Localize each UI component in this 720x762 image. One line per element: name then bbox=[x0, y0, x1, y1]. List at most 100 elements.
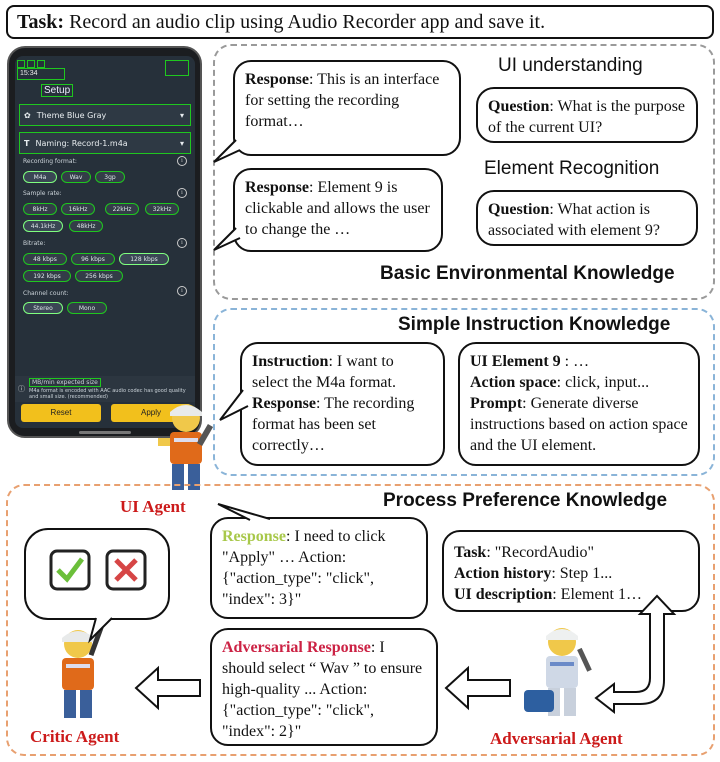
element-recognition-title: Element Recognition bbox=[484, 158, 660, 179]
rate-32khz[interactable]: 32kHz bbox=[145, 203, 179, 215]
status-time: 15:34 bbox=[20, 70, 38, 77]
reset-button[interactable]: Reset bbox=[21, 404, 101, 422]
instruction-text: : I want to select the M4a format. bbox=[252, 353, 396, 391]
adversarial-agent-label: Adversarial Agent bbox=[490, 729, 623, 748]
format-m4a[interactable]: M4a bbox=[23, 171, 57, 183]
ui-element-label: UI Element 9 bbox=[470, 353, 561, 370]
format-3gp[interactable]: 3gp bbox=[95, 171, 125, 183]
adversarial-text: : I should select “ Wav ” to ensure high… bbox=[222, 639, 423, 740]
expected-size: MB/min expected size bbox=[29, 378, 101, 387]
task-label: Task: bbox=[17, 11, 65, 33]
channel-stereo[interactable]: Stereo bbox=[23, 302, 63, 314]
prompt-label: Prompt bbox=[470, 395, 523, 412]
theme-value: Theme Blue Gray bbox=[36, 110, 107, 120]
ui-understanding-title: UI understanding bbox=[498, 55, 643, 76]
response-bubble-2: Response: Element 9 is clickable and all… bbox=[233, 168, 443, 252]
process-knowledge-section bbox=[6, 484, 715, 756]
format-wav[interactable]: Wav bbox=[61, 171, 91, 183]
instruction-label: Instruction bbox=[252, 353, 329, 370]
info-text: M4a format is encoded with AAC audio cod… bbox=[29, 388, 186, 400]
response-label: Response bbox=[222, 528, 287, 545]
rate-48khz[interactable]: 48kHz bbox=[69, 220, 103, 232]
response-label: Response bbox=[245, 71, 310, 88]
adversarial-label: Adversarial Response bbox=[222, 639, 371, 656]
status-icons bbox=[165, 60, 189, 76]
response-bubble-1: Response: This is an interface for setti… bbox=[233, 60, 461, 156]
action-space-text: : click, input... bbox=[556, 374, 650, 391]
phone-screen: 15:34 Setup ✿ Theme Blue Gray ▾ T Naming… bbox=[15, 56, 195, 428]
critic-agent-label: Critic Agent bbox=[30, 727, 120, 746]
question-bubble-1: Question: What is the purpose of the cur… bbox=[476, 87, 698, 143]
home-bar bbox=[79, 431, 131, 434]
task-header: Task: Record an audio clip using Audio R… bbox=[6, 5, 714, 39]
task-context-box: Task: "RecordAudio" Action history: Step… bbox=[442, 530, 700, 612]
response-text: : The recording format has been set corr… bbox=[252, 395, 415, 454]
question-text: : What is the purpose of the current UI? bbox=[488, 98, 686, 136]
response-text: : I need to click "Apply" … Action: {"ac… bbox=[222, 528, 386, 608]
task-text: : "RecordAudio" bbox=[486, 544, 595, 561]
basic-knowledge-title: Basic Environmental Knowledge bbox=[380, 263, 675, 284]
info-icon[interactable]: i bbox=[177, 238, 187, 248]
task-text: Record an audio clip using Audio Recorde… bbox=[64, 11, 546, 33]
recording-format-label: Recording format: bbox=[23, 158, 77, 165]
ui-agent-figure bbox=[158, 404, 214, 490]
phone-mockup: 15:34 Setup ✿ Theme Blue Gray ▾ T Naming… bbox=[7, 46, 202, 438]
instruction-bubble: Instruction: I want to select the M4a fo… bbox=[240, 342, 445, 466]
check-box-icon bbox=[49, 549, 91, 591]
simple-knowledge-title: Simple Instruction Knowledge bbox=[398, 314, 671, 335]
rate-8khz[interactable]: 8kHz bbox=[23, 203, 57, 215]
bitrate-128[interactable]: 128 kbps bbox=[119, 253, 169, 265]
theme-dropdown[interactable]: ✿ Theme Blue Gray ▾ bbox=[19, 104, 191, 126]
info-panel: MB/min expected size M4a format is encod… bbox=[15, 376, 195, 402]
question-bubble-2: Question: What action is associated with… bbox=[476, 190, 698, 246]
sample-rate-label: Sample rate: bbox=[23, 190, 62, 197]
process-knowledge-title: Process Preference Knowledge bbox=[383, 490, 668, 511]
channel-label: Channel count: bbox=[23, 290, 69, 297]
adversarial-response-bubble: Adversarial Response: I should select “ … bbox=[210, 628, 438, 746]
response-label: Response bbox=[252, 395, 317, 412]
apply-button[interactable]: Apply bbox=[111, 404, 191, 422]
ui-element-text: : … bbox=[560, 353, 590, 370]
channel-mono[interactable]: Mono bbox=[67, 302, 107, 314]
critic-agent-figure bbox=[62, 626, 104, 718]
basic-knowledge-section bbox=[213, 44, 715, 300]
critic-speech-bubble bbox=[24, 528, 170, 620]
bitrate-192[interactable]: 192 kbps bbox=[23, 270, 71, 282]
ui-description-text: : Element 1… bbox=[552, 586, 642, 603]
rate-22khz[interactable]: 22kHz bbox=[105, 203, 139, 215]
rate-44khz[interactable]: 44.1kHz bbox=[23, 220, 63, 232]
prompt-text: : Generate diverse instructions based on… bbox=[470, 395, 688, 454]
palette-icon: ✿ bbox=[24, 110, 31, 120]
bitrate-48[interactable]: 48 kbps bbox=[23, 253, 67, 265]
simple-knowledge-section bbox=[213, 308, 715, 476]
ui-agent-label: UI Agent bbox=[120, 497, 186, 516]
action-space-label: Action space bbox=[470, 374, 557, 391]
info-icon[interactable]: i bbox=[177, 156, 187, 166]
response-text: : This is an interface for setting the r… bbox=[245, 71, 440, 130]
ui-element-box: UI Element 9 : … Action space: click, in… bbox=[458, 342, 700, 466]
adversarial-agent-figure bbox=[524, 628, 592, 716]
action-history-label: Action history bbox=[454, 565, 552, 582]
question-label: Question bbox=[488, 201, 550, 218]
question-text: : What action is associated with element… bbox=[488, 201, 660, 239]
agent-response-bubble: Response: I need to click "Apply" … Acti… bbox=[210, 517, 428, 619]
rate-16khz[interactable]: 16kHz bbox=[61, 203, 95, 215]
info-icon[interactable]: i bbox=[177, 286, 187, 296]
info-icon: ⓘ bbox=[18, 385, 25, 393]
chevron-down-icon: ▾ bbox=[179, 138, 184, 148]
cross-box-icon bbox=[105, 549, 147, 591]
chevron-down-icon: ▾ bbox=[179, 110, 184, 120]
naming-dropdown[interactable]: T Naming: Record-1.m4a ▾ bbox=[19, 132, 191, 154]
response-label: Response bbox=[245, 179, 310, 196]
question-label: Question bbox=[488, 98, 550, 115]
info-icon[interactable]: i bbox=[177, 188, 187, 198]
response-text: : Element 9 is clickable and allows the … bbox=[245, 179, 430, 238]
action-history-text: : Step 1... bbox=[551, 565, 613, 582]
setup-title: Setup bbox=[41, 84, 74, 97]
bitrate-96[interactable]: 96 kbps bbox=[71, 253, 115, 265]
task-label: Task bbox=[454, 544, 487, 561]
text-icon: T bbox=[24, 138, 30, 148]
bitrate-256[interactable]: 256 kbps bbox=[75, 270, 123, 282]
bitrate-label: Bitrate: bbox=[23, 240, 46, 247]
naming-value: Naming: Record-1.m4a bbox=[35, 138, 128, 148]
